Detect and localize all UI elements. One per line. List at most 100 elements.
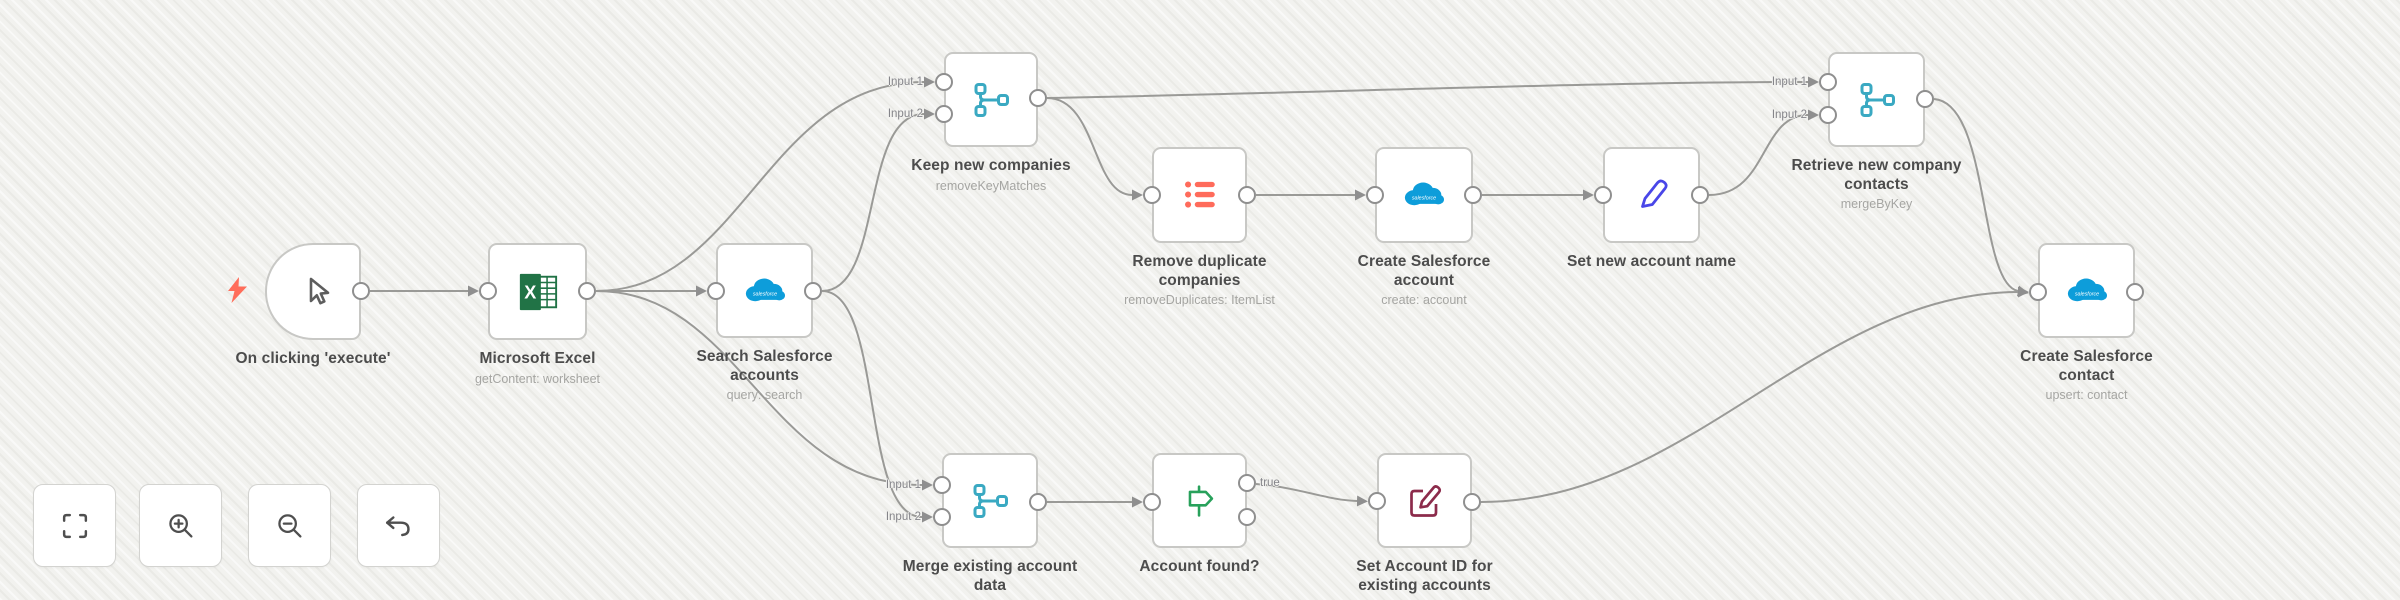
undo-button[interactable] [357,484,440,567]
output-port-create-account-1[interactable] [1464,186,1482,204]
output-port-create-contact-1[interactable] [2126,283,2144,301]
output-port-account-found-1[interactable] [1238,474,1256,492]
zoom-in-icon [164,509,198,543]
node-label-set-account-id: Set Account ID for existing accounts [1330,558,1520,595]
node-create-contact[interactable]: salesforce [2038,243,2135,338]
merge-icon [1855,78,1899,122]
output-port-account-found-2[interactable] [1238,508,1256,526]
connection-keep-new-companies-to-remove-duplicates [1046,97,1143,201]
input-port-set-account-name-1[interactable] [1594,186,1612,204]
output-port-trigger-1[interactable] [352,282,370,300]
input-port-account-found-1[interactable] [1143,493,1161,511]
input-port-search-salesforce-1[interactable] [707,282,725,300]
node-subtitle: getContent: worksheet [474,371,601,386]
node-retrieve-contacts[interactable] [1828,52,1925,147]
node-keep-new-companies[interactable] [944,52,1038,147]
node-name: Merge existing account data [902,558,1078,594]
node-subtitle: upsert: contact [2045,388,2128,403]
input-port-label: Input 2 [887,108,923,120]
input-port-keep-new-companies-2[interactable] [935,105,953,123]
output-port-keep-new-companies-1[interactable] [1029,89,1047,107]
node-label-search-salesforce: Search Salesforce accounts query: search [670,348,860,403]
input-port-create-account-1[interactable] [1366,186,1384,204]
node-subtitle: query: search [726,388,803,403]
cursor-icon [295,270,339,314]
node-name: Search Salesforce accounts [696,348,833,384]
node-excel[interactable]: X [488,243,587,340]
output-port-set-account-name-1[interactable] [1691,186,1709,204]
connection-retrieve-contacts-to-create-contact [1933,98,2029,297]
output-port-excel-1[interactable] [578,282,596,300]
input-port-label: Input 2 [885,511,921,523]
zoom-out-button[interactable] [248,484,331,567]
node-name: Account found? [1139,558,1260,575]
connection-account-found-to-set-account-id [1255,483,1368,507]
node-name: Set new account name [1566,253,1737,270]
node-label-set-account-name: Set new account name [1557,253,1747,272]
output-port-search-salesforce-1[interactable] [804,282,822,300]
svg-text:salesforce: salesforce [1412,195,1436,201]
salesforce-icon: salesforce [741,273,789,309]
pen-icon [1630,173,1674,217]
salesforce-icon: salesforce [2063,273,2111,309]
output-port-set-account-id-1[interactable] [1463,493,1481,511]
node-subtitle: mergeByKey [1840,197,1913,212]
node-name: Retrieve new company contacts [1791,157,1962,193]
input-port-retrieve-contacts-2[interactable] [1819,106,1837,124]
node-merge-existing[interactable] [942,453,1038,548]
node-search-salesforce[interactable]: salesforce [716,243,813,338]
output-port-remove-duplicates-1[interactable] [1238,186,1256,204]
input-port-set-account-id-1[interactable] [1368,492,1386,510]
input-port-keep-new-companies-1[interactable] [935,73,953,91]
node-name: Create Salesforce account [1357,253,1491,289]
merge-icon [969,78,1013,122]
salesforce-icon: salesforce [1400,177,1448,213]
svg-text:X: X [524,282,536,302]
connection-set-account-name-to-retrieve-contacts [1708,109,1819,196]
connection-search-salesforce-to-merge-existing [821,290,933,523]
node-subtitle: removeDuplicates: ItemList [1124,293,1275,308]
node-remove-duplicates[interactable] [1152,147,1247,243]
input-port-create-contact-1[interactable] [2029,283,2047,301]
input-port-merge-existing-1[interactable] [933,476,951,494]
node-set-account-name[interactable] [1603,147,1700,243]
node-set-account-id[interactable] [1377,453,1472,548]
node-name: Keep new companies [911,157,1071,174]
input-port-excel-1[interactable] [479,282,497,300]
lightning-bolt-icon [228,277,248,308]
input-port-label: Input 2 [1771,109,1807,121]
connection-excel-to-keep-new-companies [595,76,935,292]
input-port-retrieve-contacts-1[interactable] [1819,73,1837,91]
edit-icon [1403,479,1447,523]
signpost-icon [1179,480,1221,522]
node-account-found[interactable] [1152,453,1247,548]
node-name: Create Salesforce contact [2020,348,2153,384]
output-port-retrieve-contacts-1[interactable] [1916,90,1934,108]
zoom-to-fit-button[interactable] [33,484,116,567]
undo-icon [382,509,416,543]
node-trigger[interactable] [265,243,361,340]
zoom-out-icon [273,509,307,543]
connection-keep-new-companies-to-retrieve-contacts [1046,76,1819,99]
zoom-to-fit-icon [58,509,92,543]
zoom-in-button[interactable] [139,484,222,567]
output-port-merge-existing-1[interactable] [1029,493,1047,511]
excel-icon: X [515,271,561,313]
node-create-account[interactable]: salesforce [1375,147,1473,243]
node-name: Set Account ID for existing accounts [1356,558,1493,594]
node-label-create-contact: Create Salesforce contact upsert: contact [1992,348,2182,403]
node-name: Microsoft Excel [479,350,596,367]
output-port-label: true [1260,477,1280,489]
connection-excel-to-merge-existing [595,290,933,491]
node-label-trigger: On clicking 'execute' [218,350,408,369]
node-label-retrieve-contacts: Retrieve new company contacts mergeByKey [1782,157,1972,212]
input-port-label: Input 1 [887,76,923,88]
input-port-merge-existing-2[interactable] [933,508,951,526]
connection-search-salesforce-to-keep-new-companies [821,108,935,292]
input-port-remove-duplicates-1[interactable] [1143,186,1161,204]
